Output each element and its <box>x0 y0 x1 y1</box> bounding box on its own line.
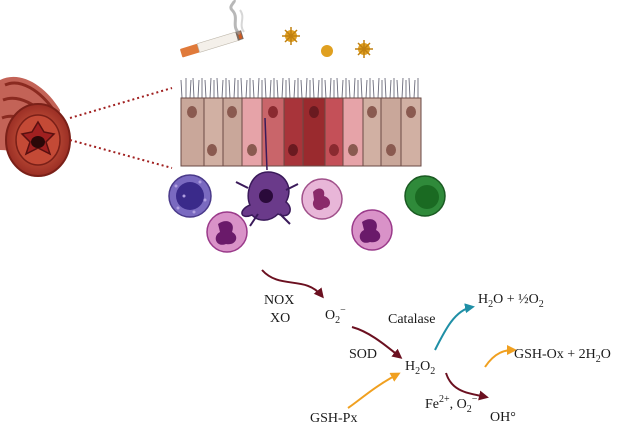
arrow-h2o2-to-water <box>434 303 475 351</box>
macrophage-cell <box>168 174 212 218</box>
dendritic-cell <box>235 117 299 227</box>
label-xo: XO <box>270 311 290 326</box>
label-catalase: Catalase <box>388 312 435 327</box>
neutrophil-cell <box>206 211 248 253</box>
label-nox: NOX <box>264 293 294 308</box>
label-sod: SOD <box>349 347 377 362</box>
arrow-h2o2-to-gshox <box>484 345 517 368</box>
airway-illustration <box>0 76 71 177</box>
label-h2o2: H2O2 <box>405 359 435 377</box>
lymphocyte-cell <box>404 175 446 217</box>
arrow-h2o2-to-oh <box>445 372 489 401</box>
label-gsh-ox: GSH-Ox + 2H2O <box>514 347 611 365</box>
zoom-lines <box>69 87 173 169</box>
particle <box>355 40 373 58</box>
particle <box>321 45 333 57</box>
label-superoxide: O2− <box>325 305 346 326</box>
epithelium-layer <box>180 77 422 167</box>
neutrophil-cell <box>301 178 343 220</box>
neutrophil-cell <box>351 209 393 251</box>
label-fenton: Fe2+, O2− <box>425 394 478 415</box>
arrow-gshpx <box>347 372 401 409</box>
pollutant-particles <box>282 27 373 58</box>
label-gsh-px: GSH-Px <box>310 411 357 425</box>
label-hydroxyl: OH° <box>490 410 516 425</box>
arrow-nox-to-o2 <box>261 269 324 299</box>
reaction-labels: NOX XO O2− SOD Catalase H2O2 H2O + ½O2 G… <box>264 292 611 425</box>
arrow-o2-to-h2o2 <box>351 326 403 359</box>
cigarette-icon <box>180 0 245 58</box>
particle <box>282 27 300 45</box>
label-water-half-oxygen: H2O + ½O2 <box>478 292 544 310</box>
reaction-arrows <box>261 269 517 409</box>
immune-cells <box>168 117 446 253</box>
